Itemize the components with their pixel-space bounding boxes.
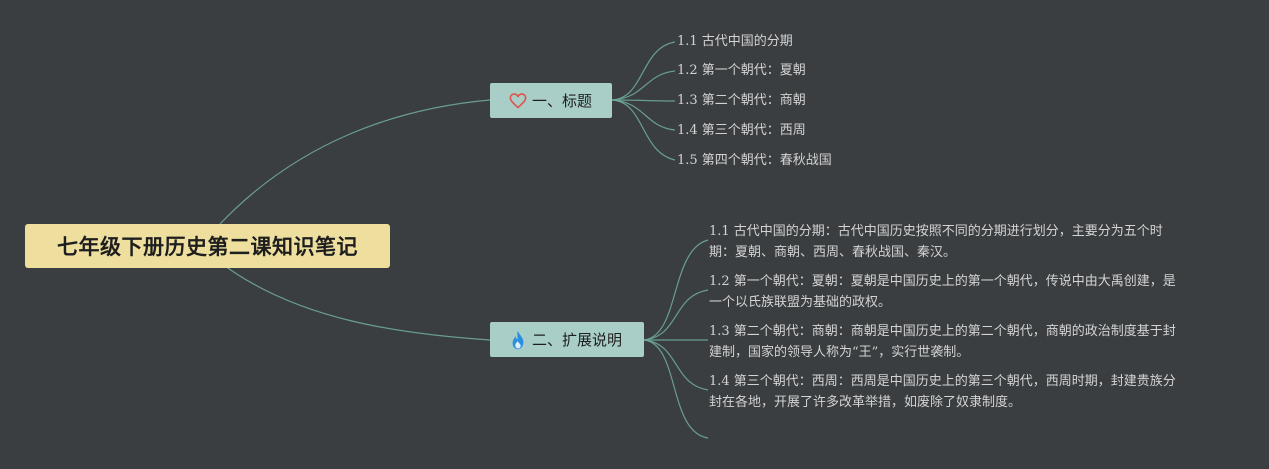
leaf-note[interactable]: 1.2 第一个朝代：夏朝：夏朝是中国历史上的第一个朝代，传说中由大禹创建，是 一… bbox=[709, 271, 1209, 313]
link-topic1-leaf-5 bbox=[611, 99, 676, 161]
leaf-item[interactable]: 1.4 第三个朝代：西周 bbox=[677, 123, 806, 138]
leaf-note-line: 一个以氏族联盟为基础的政权。 bbox=[709, 295, 892, 310]
heart-icon bbox=[508, 91, 528, 111]
root-topic-label: 七年级下册历史第二课知识笔记 bbox=[57, 235, 358, 259]
topic-extended-notes-label: 二、扩展说明 bbox=[532, 331, 623, 349]
topic-title[interactable]: 一、标题 bbox=[490, 83, 612, 118]
topic-extended-notes[interactable]: 二、扩展说明 bbox=[490, 322, 644, 357]
leaf-note[interactable]: 1.4 第三个朝代：西周：西周是中国历史上的第三个朝代，西周时期，封建贵族分 封… bbox=[709, 371, 1209, 413]
leaf-note[interactable]: 1.3 第二个朝代：商朝：商朝是中国历史上的第二个朝代，商朝的政治制度基于封 建… bbox=[709, 321, 1209, 363]
topic-title-label: 一、标题 bbox=[532, 92, 593, 110]
link-topic2-leaf-5 bbox=[643, 339, 709, 439]
leaf-note-line: 建制，国家的领导人称为“王”，实行世袭制。 bbox=[709, 345, 970, 360]
link-topic1-leaf-1 bbox=[611, 41, 676, 101]
link-topic1-leaf-4 bbox=[611, 99, 676, 131]
link-root-topic-1 bbox=[219, 99, 491, 225]
fire-icon bbox=[508, 330, 528, 350]
root-topic[interactable]: 七年级下册历史第二课知识笔记 bbox=[25, 224, 390, 268]
leaf-item[interactable]: 1.5 第四个朝代：春秋战国 bbox=[677, 153, 832, 168]
leaf-note-line: 1.4 第三个朝代：西周：西周是中国历史上的第三个朝代，西周时期，封建贵族分 bbox=[709, 374, 1176, 389]
leaf-item[interactable]: 1.2 第一个朝代：夏朝 bbox=[677, 63, 806, 78]
leaf-note-line: 1.2 第一个朝代：夏朝：夏朝是中国历史上的第一个朝代，传说中由大禹创建，是 bbox=[709, 274, 1176, 289]
link-topic1-leaf-3 bbox=[611, 99, 676, 102]
leaf-item[interactable]: 1.1 古代中国的分期 bbox=[677, 34, 793, 49]
link-root-topic-2 bbox=[224, 265, 491, 341]
leaf-note-line: 1.3 第二个朝代：商朝：商朝是中国历史上的第二个朝代，商朝的政治制度基于封 bbox=[709, 324, 1176, 339]
link-topic2-leaf-4 bbox=[643, 339, 709, 391]
leaf-note-line: 封在各地，开展了许多改革举措，如废除了奴隶制度。 bbox=[709, 395, 1022, 410]
leaf-item[interactable]: 1.3 第二个朝代：商朝 bbox=[677, 93, 806, 108]
leaf-note-line: 期：夏朝、商朝、西周、春秋战国、秦汉。 bbox=[709, 245, 957, 260]
link-topic2-leaf-2 bbox=[643, 289, 709, 341]
leaf-note[interactable]: 1.1 古代中国的分期：古代中国历史按照不同的分期进行划分，主要分为五个时 期：… bbox=[709, 221, 1209, 263]
link-topic2-leaf-1 bbox=[643, 239, 709, 341]
link-topic1-leaf-2 bbox=[611, 70, 676, 101]
leaf-note-line: 1.1 古代中国的分期：古代中国历史按照不同的分期进行划分，主要分为五个时 bbox=[709, 224, 1163, 239]
